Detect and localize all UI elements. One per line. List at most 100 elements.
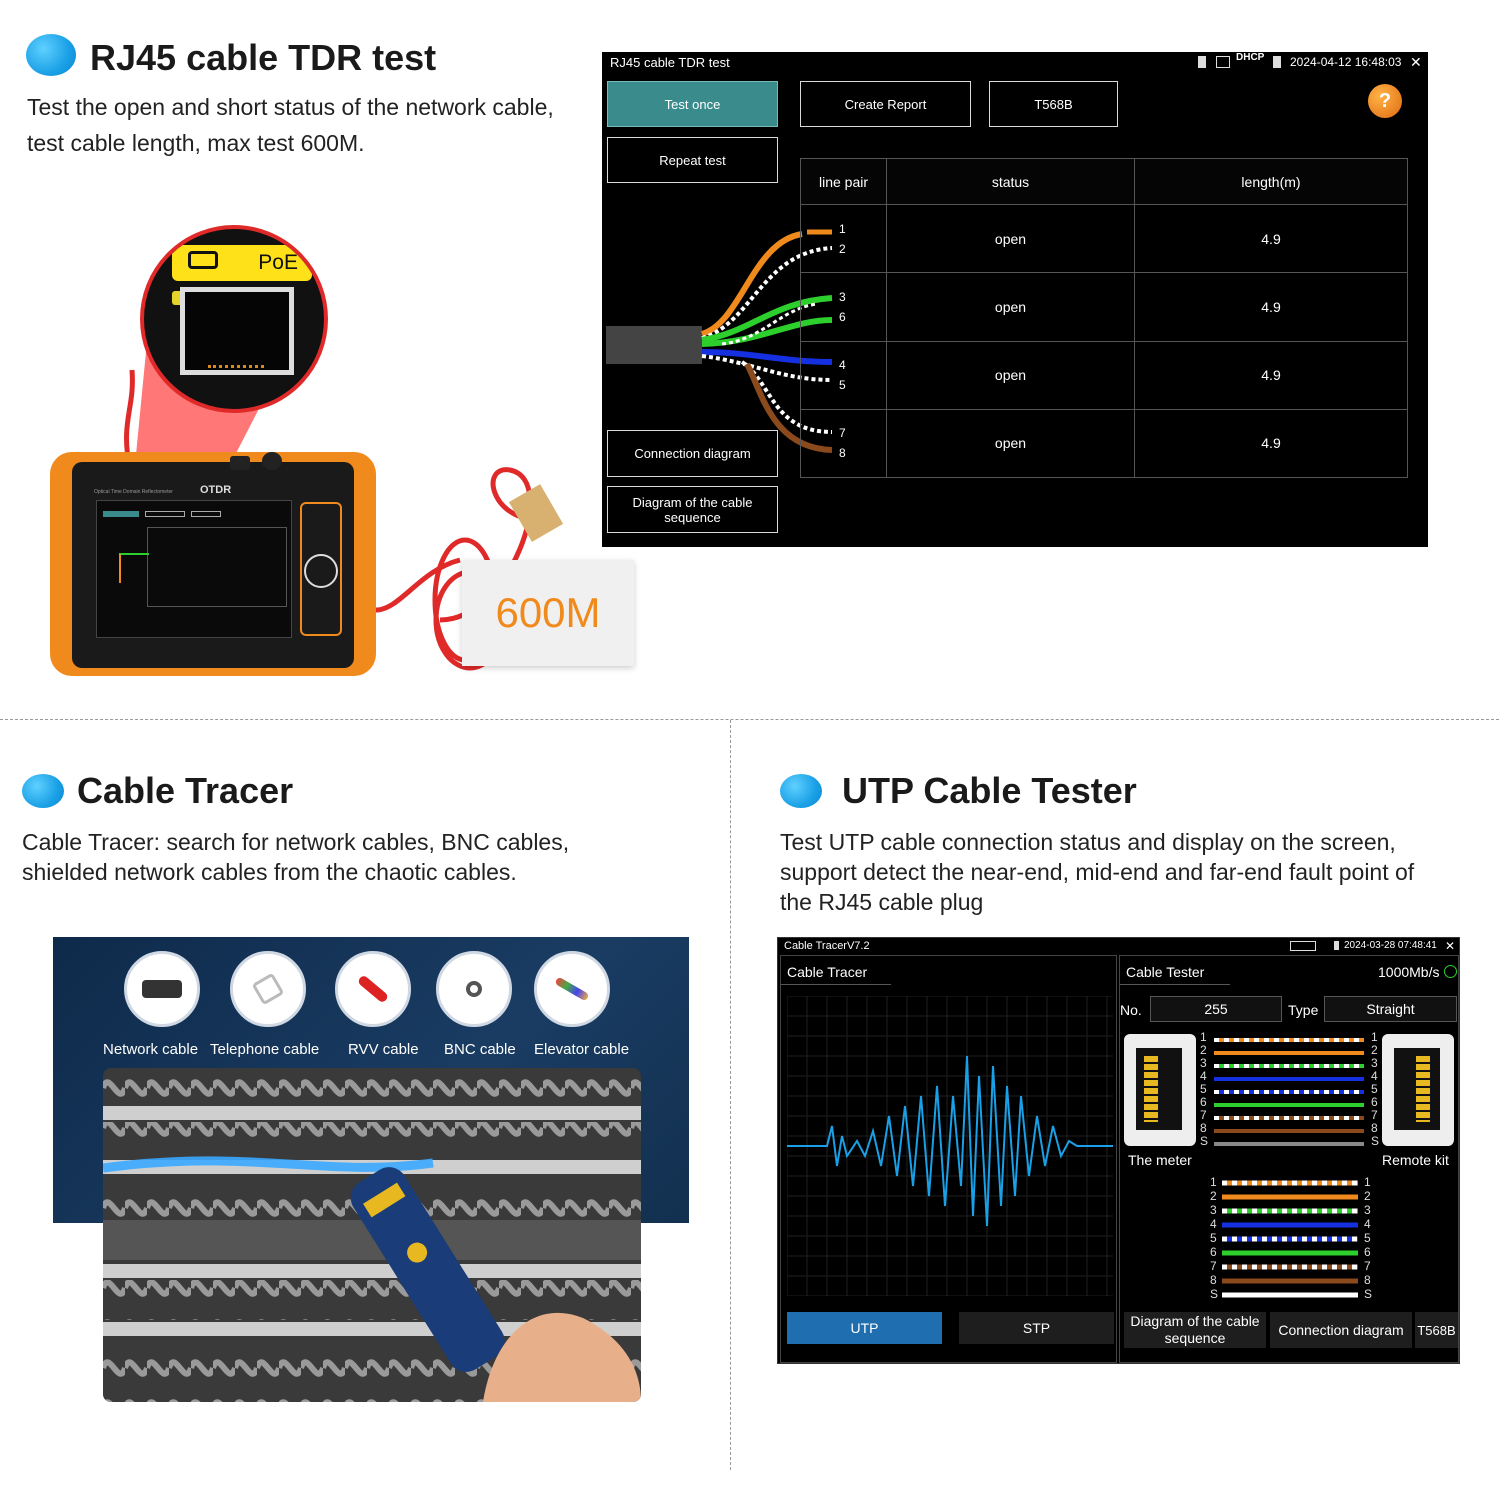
device-illustration: PoE OTDR Optical Time Domain Reflectomet… — [40, 220, 640, 690]
standard-button[interactable]: T568B — [989, 81, 1118, 127]
cable-label-network: Network cable — [103, 1041, 199, 1058]
utp-description-line2: support detect the near-end, mid-end and… — [780, 859, 1415, 885]
section-bullet-icon — [780, 774, 822, 808]
poe-port-magnifier: PoE — [140, 225, 328, 413]
type-field[interactable]: Straight — [1324, 996, 1457, 1022]
server-rack-illustration — [103, 1068, 641, 1402]
type-label: Type — [1288, 1002, 1319, 1018]
help-icon-glyph: ? — [1378, 89, 1392, 112]
section-divider-vertical — [730, 720, 731, 1470]
device-screen — [96, 500, 292, 638]
sd-card-icon — [1198, 56, 1206, 68]
tdr-section-title: RJ45 cable TDR test — [90, 37, 437, 78]
signal-waveform — [787, 996, 1113, 1296]
cable-label-telephone: Telephone cable — [210, 1041, 320, 1058]
help-icon[interactable]: ? — [1368, 84, 1402, 118]
cable-sequence-button[interactable]: Diagram of the cable sequence — [1124, 1312, 1266, 1348]
otdr-device: OTDR Optical Time Domain Reflectometer — [50, 452, 376, 676]
telephone-cable-icon — [230, 951, 306, 1027]
tracer-description-line2: shielded network cables from the chaotic… — [22, 859, 517, 885]
header-status: status — [886, 158, 1135, 205]
length-label-card: 600M — [462, 560, 634, 666]
connection-diagram-button[interactable]: Connection diagram — [1270, 1312, 1412, 1348]
tdr-datetime: 2024-04-12 16:48:03 — [1290, 55, 1402, 69]
cable-sequence-button[interactable]: Diagram of the cable sequence — [607, 486, 778, 533]
bnc-cable-icon — [436, 951, 512, 1027]
tracer-description-line1: Cable Tracer: search for network cables,… — [22, 829, 570, 855]
status-cell: open — [886, 272, 1135, 342]
remote-label: Remote kit — [1382, 1152, 1449, 1168]
rvv-cable-icon — [335, 951, 411, 1027]
dhcp-tag: DHCP — [1236, 52, 1265, 63]
close-icon[interactable]: ✕ — [1445, 939, 1456, 953]
cable-label-rvv: RVV cable — [348, 1041, 419, 1058]
utp-screen: Cable TracerV7.2 2024-03-28 07:48:41 ✕ C… — [777, 937, 1460, 1364]
repeat-test-button[interactable]: Repeat test — [607, 137, 778, 183]
device-keypad — [300, 502, 342, 636]
tdr-screen-title: RJ45 cable TDR test — [610, 55, 730, 70]
status-cell: open — [886, 203, 1135, 274]
status-cell: open — [886, 408, 1135, 479]
link-speed: 1000Mb/s — [1378, 964, 1440, 980]
connection-diagram-button[interactable]: Connection diagram — [607, 430, 778, 477]
tracer-panel-title: Cable Tracer — [787, 964, 868, 980]
standard-button[interactable]: T568B — [1415, 1312, 1458, 1348]
cable-label-bnc: BNC cable — [444, 1041, 516, 1058]
tdr-description-line1: Test the open and short status of the ne… — [27, 94, 554, 120]
poe-label: PoE — [258, 251, 298, 274]
utp-section-title: UTP Cable Tester — [842, 770, 1137, 811]
header-length: length(m) — [1134, 158, 1408, 205]
utp-description-line3: the RJ45 cable plug — [780, 889, 984, 915]
tracer-section-title: Cable Tracer — [77, 770, 294, 811]
utp-mode-button[interactable]: UTP — [787, 1312, 942, 1344]
battery-icon — [1334, 941, 1339, 950]
length-cell: 4.9 — [1134, 408, 1408, 479]
network-cable-icon — [124, 951, 200, 1027]
cable-tester-panel: Cable Tester 1000Mb/s No. 255 Type Strai… — [1119, 955, 1459, 1363]
tdr-description-line2: test cable length, max test 600M. — [27, 130, 365, 156]
battery-icon — [1273, 56, 1281, 68]
meter-rj45-icon — [1124, 1034, 1196, 1146]
no-field[interactable]: 255 — [1150, 996, 1282, 1022]
length-cell: 4.9 — [1134, 203, 1408, 274]
create-report-button[interactable]: Create Report — [800, 81, 971, 127]
section-bullet-icon — [26, 34, 76, 76]
elevator-cable-icon — [534, 951, 610, 1027]
stp-mode-button[interactable]: STP — [959, 1312, 1114, 1344]
utp-description-line1: Test UTP cable connection status and dis… — [780, 829, 1396, 855]
header-line-pair: line pair — [800, 158, 887, 205]
check-icon — [1444, 965, 1457, 978]
section-divider-horizontal — [0, 719, 1499, 720]
device-label: OTDR — [200, 484, 232, 496]
rj45-port-icon — [180, 287, 294, 375]
tracer-probe-icon — [350, 1167, 505, 1372]
no-label: No. — [1120, 1002, 1142, 1018]
cable-label-elevator: Elevator cable — [534, 1041, 630, 1058]
remote-rj45-icon — [1382, 1034, 1454, 1146]
no-signal-icon — [1216, 56, 1230, 68]
patch-panel-photo — [103, 1068, 641, 1402]
meter-label: The meter — [1128, 1152, 1192, 1168]
tdr-status-bar: RJ45 cable TDR test DHCP 2024-04-12 16:4… — [602, 52, 1428, 72]
close-icon[interactable]: ✕ — [1410, 54, 1422, 70]
length-label: 600M — [495, 589, 601, 636]
wire-map-lower — [1222, 1180, 1358, 1298]
utp-datetime: 2024-03-28 07:48:41 — [1344, 940, 1437, 951]
tracer-panel: Cable Tracer UTP STP — [780, 955, 1117, 1363]
test-once-button[interactable]: Test once — [607, 81, 778, 127]
camera-icon — [188, 251, 218, 269]
table-header-row: line pair status length(m) — [800, 158, 1408, 205]
status-cell: open — [886, 340, 1135, 410]
tdr-screen: RJ45 cable TDR test DHCP 2024-04-12 16:4… — [602, 52, 1428, 547]
cable-tester-title: Cable Tester — [1126, 964, 1205, 980]
wire-map-upper — [1214, 1038, 1364, 1146]
